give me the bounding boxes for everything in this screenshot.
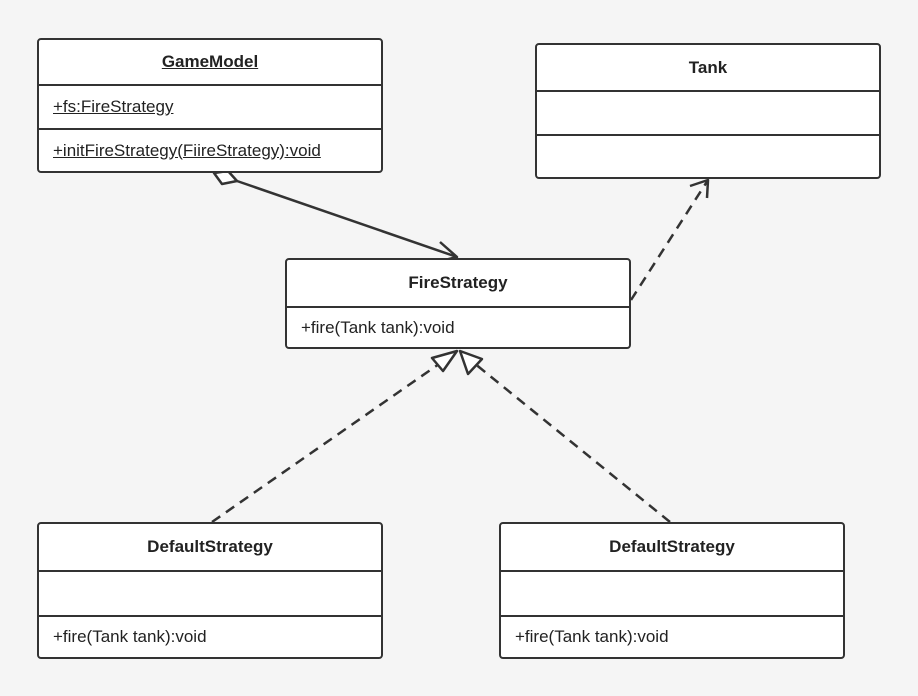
class-gamemodel-attribute: +fs:FireStrategy [39,84,381,128]
aggregation-gamemodel-firestrategy [212,169,459,264]
class-firestrategy-method: +fire(Tank tank):void [287,306,629,347]
class-gamemodel-name: GameModel [161,52,259,71]
class-gamemodel-method: +initFireStrategy(FiireStrategy):void [39,128,381,171]
class-defaultstrategy-left-method: +fire(Tank tank):void [39,615,381,657]
realization-right-triangle [458,349,484,376]
class-firestrategy-name: FireStrategy [408,273,508,292]
class-tank-name: Tank [688,57,728,77]
class-defaultstrategy-left-attributes [39,570,381,615]
class-gamemodel[interactable]: GameModel +fs:FireStrategy +initFireStra… [37,38,383,173]
dependency-arrowhead [689,178,710,199]
realization-left-triangle [430,349,459,373]
class-tank-attributes [537,90,879,134]
class-defaultstrategy-left-name: DefaultStrategy [147,537,273,556]
class-tank-methods [537,134,879,177]
class-tank[interactable]: Tank [535,43,881,179]
class-defaultstrategy-right-method: +fire(Tank tank):void [501,615,843,657]
realization-left [211,349,459,524]
class-defaultstrategy-right-name: DefaultStrategy [609,537,735,556]
class-defaultstrategy-left[interactable]: DefaultStrategy +fire(Tank tank):void [37,522,383,659]
class-defaultstrategy-right[interactable]: DefaultStrategy +fire(Tank tank):void [499,522,845,659]
dependency-firestrategy-tank [629,178,710,301]
class-firestrategy[interactable]: FireStrategy +fire(Tank tank):void [285,258,631,349]
class-defaultstrategy-right-attributes [501,570,843,615]
realization-right [458,349,671,523]
